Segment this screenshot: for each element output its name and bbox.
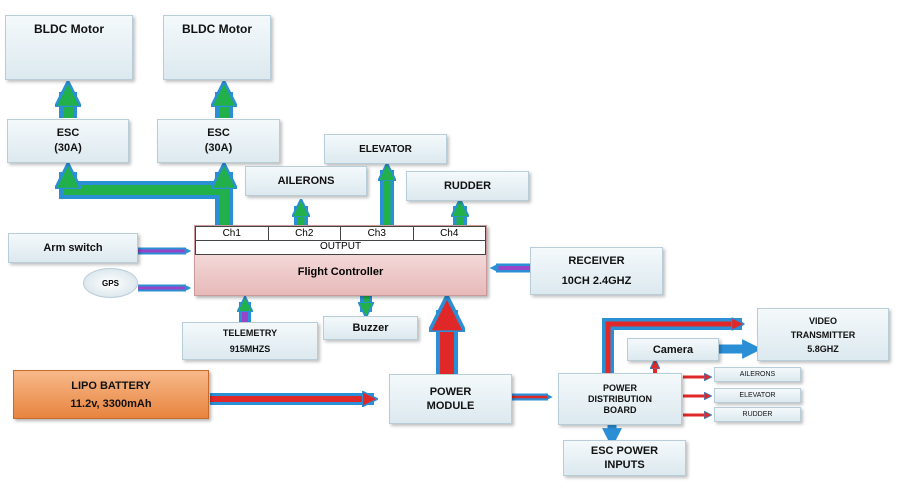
bldc-motor-right: BLDC Motor	[163, 15, 271, 80]
video-tx-line2: TRANSMITTER	[790, 329, 856, 340]
esc-power-inputs-box: ESC POWER INPUTS	[563, 440, 686, 476]
output-label: OUTPUT	[195, 241, 486, 255]
flight-controller-title: Flight Controller	[297, 266, 384, 278]
pdb-rudder-box: RUDDER	[714, 407, 801, 422]
motor-label: BLDC Motor	[182, 22, 252, 36]
camera-label: Camera	[652, 343, 694, 356]
power-module-line1: POWER	[429, 386, 472, 398]
video-transmitter-box: VIDEO TRANSMITTER 5.8GHZ	[757, 308, 889, 361]
pdb-line2: DISTRIBUTION	[588, 393, 652, 404]
buzzer-label: Buzzer	[352, 322, 389, 334]
pdb-ailerons-label: AILERONS	[739, 371, 776, 378]
power-module-line2: MODULE	[426, 400, 475, 412]
arm-switch-label: Arm switch	[43, 242, 103, 254]
channel-ch2: Ch2	[268, 226, 341, 240]
esc-power-line1: ESC POWER	[590, 445, 659, 457]
pdb-line3: BOARD	[603, 404, 637, 415]
rudder-label: RUDDER	[443, 180, 492, 192]
flight-controller: Ch1 Ch2 Ch3 Ch4 OUTPUT Flight Controller	[194, 225, 487, 296]
channel-ch3: Ch3	[341, 226, 414, 240]
esc-name: ESC	[56, 127, 80, 139]
esc-power-line2: INPUTS	[604, 459, 645, 471]
esc-right: ESC (30A)	[157, 119, 280, 163]
esc-name: ESC	[207, 127, 230, 139]
elevator-label: ELEVATOR	[359, 143, 412, 155]
buzzer-box: Buzzer	[323, 316, 418, 340]
telemetry-name: TELEMETRY	[222, 328, 278, 338]
battery-spec: 11.2v, 3300mAh	[70, 397, 152, 410]
pdb-rudder-label: RUDDER	[742, 411, 773, 418]
receiver-box: RECEIVER 10CH 2.4GHZ	[530, 247, 663, 295]
pdb-to-servos-arrows	[683, 377, 708, 415]
power-distribution-board: POWER DISTRIBUTION BOARD	[558, 373, 682, 425]
esc-left: ESC (30A)	[7, 119, 129, 163]
pdb-line1: POWER	[602, 382, 637, 393]
gps-label: GPS	[102, 278, 119, 288]
arm-switch-box: Arm switch	[8, 233, 138, 263]
ailerons-box: AILERONS	[245, 166, 367, 196]
ch1-to-esc-bus	[68, 172, 224, 226]
esc-rating: (30A)	[204, 142, 233, 154]
pdb-to-video-tx-arrow	[602, 324, 742, 374]
video-tx-line1: VIDEO	[808, 315, 837, 326]
bldc-motor-left: BLDC Motor	[5, 15, 133, 80]
ailerons-label: AILERONS	[277, 175, 335, 187]
channel-row: Ch1 Ch2 Ch3 Ch4	[195, 226, 486, 241]
telemetry-box: TELEMETRY 915MHZS	[182, 322, 318, 360]
pdb-elevator-label: ELEVATOR	[739, 392, 776, 399]
lipo-battery: LIPO BATTERY 11.2v, 3300mAh	[13, 370, 209, 419]
camera-box: Camera	[627, 338, 719, 361]
receiver-name: RECEIVER	[568, 255, 625, 267]
esc-rating: (30A)	[54, 142, 82, 154]
receiver-spec: 10CH 2.4GHZ	[561, 275, 632, 287]
rudder-box: RUDDER	[406, 171, 529, 201]
elevator-box: ELEVATOR	[324, 134, 447, 164]
telemetry-spec: 915MHZS	[229, 344, 271, 354]
gps-module: GPS	[83, 268, 138, 298]
battery-name: LIPO BATTERY	[71, 379, 151, 392]
pdb-ailerons-box: AILERONS	[714, 367, 801, 382]
video-tx-line3: 5.8GHZ	[807, 343, 839, 354]
power-module-box: POWER MODULE	[389, 374, 512, 424]
pdb-elevator-box: ELEVATOR	[714, 388, 801, 403]
channel-ch1: Ch1	[195, 226, 269, 240]
motor-label: BLDC Motor	[34, 22, 104, 36]
channel-ch4: Ch4	[413, 226, 486, 240]
